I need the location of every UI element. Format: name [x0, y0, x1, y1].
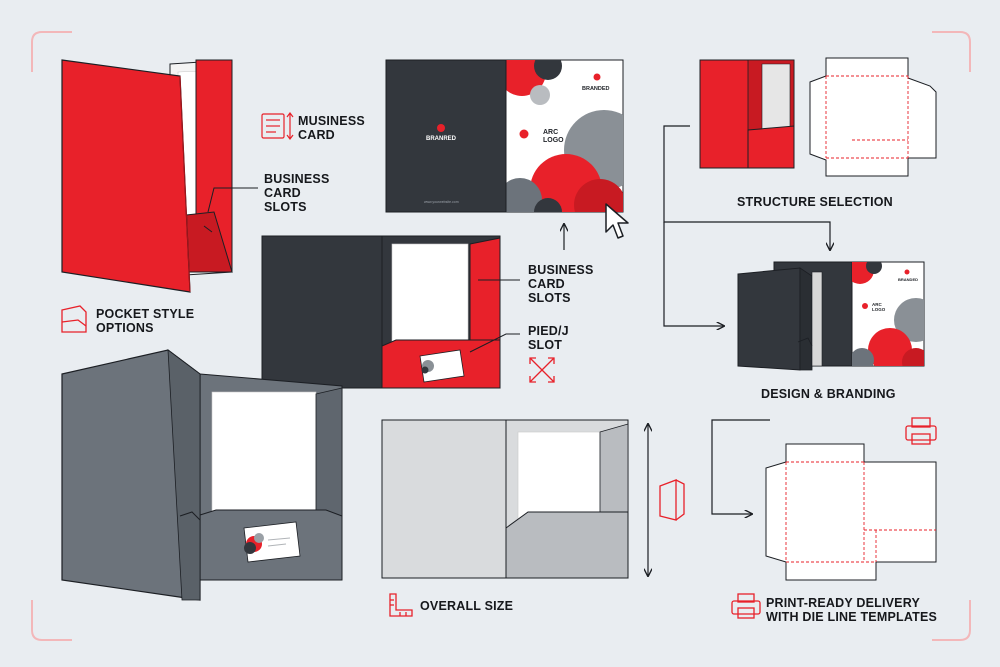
branded-folder-open — [385, 59, 624, 213]
mockup-arc-line2: LOGO — [543, 137, 564, 144]
mockup-small-arc-logo: ARC LOGO — [872, 302, 885, 312]
label-bcs-mid-line2: CARD — [528, 277, 565, 291]
structure-red-folder — [699, 59, 795, 169]
printer-icon — [905, 417, 937, 445]
red-pocket-folder — [61, 59, 233, 293]
corner-frame — [31, 31, 971, 641]
die-line-template — [765, 443, 937, 581]
slate-folder-with-card — [61, 349, 343, 601]
label-pied-line1: PIED/J — [528, 324, 569, 338]
label-pied-line2: SLOT — [528, 338, 563, 352]
label-musiness-card-line1: MUSINESS — [298, 114, 365, 128]
label-print-ready: PRINT-READY DELIVERY WITH DIE LINE TEMPL… — [766, 596, 937, 624]
label-design-branding: DESIGN & BRANDING — [761, 387, 896, 401]
mockup-website: www.yourwebsite.com — [424, 200, 459, 204]
label-pied-slot: PIED/J SLOT — [528, 324, 569, 352]
mockup-arc-logo: ARC LOGO — [543, 129, 564, 145]
structure-die-line — [809, 57, 937, 177]
label-pso-line1: POCKET STYLE — [96, 307, 195, 321]
flow-connectors — [564, 125, 830, 514]
label-musiness-card-line2: CARD — [298, 128, 335, 142]
label-business-card-slots-mid: BUSINESS CARD SLOTS — [528, 263, 594, 305]
label-structure-selection: STRUCTURE SELECTION — [737, 195, 893, 209]
mockup-brand-name-left: BRANRED — [426, 136, 456, 142]
label-bcs-top-line3: SLOTS — [264, 200, 307, 214]
ruler-icon — [389, 593, 413, 617]
light-grey-folder — [381, 419, 629, 579]
label-business-card-slots-top: BUSINESS CARD SLOTS — [264, 172, 330, 214]
mockup-small-brand: BRANDED — [898, 277, 918, 282]
label-bcs-mid-line1: BUSINESS — [528, 263, 594, 277]
pocket-icon — [61, 305, 87, 333]
label-bcs-mid-line3: SLOTS — [528, 291, 571, 305]
mockup-arc-line1: ARC — [543, 129, 559, 136]
label-pso-line2: OPTIONS — [96, 321, 154, 335]
mockup-small-arc-line1: ARC — [872, 302, 882, 307]
label-bcs-top-line1: BUSINESS — [264, 172, 330, 186]
label-print-line2: WITH DIE LINE TEMPLATES — [766, 610, 938, 624]
card-icon — [261, 112, 294, 140]
cursor-icon — [605, 203, 629, 239]
leader-lines — [207, 187, 520, 353]
printer-icon-bottom — [731, 593, 761, 619]
mockup-small-arc-line2: LOGO — [872, 307, 886, 312]
label-pocket-style-options: POCKET STYLE OPTIONS — [96, 307, 194, 335]
resize-icon — [529, 357, 555, 383]
folder-outline-icon — [659, 479, 685, 521]
charcoal-folder-with-pockets — [261, 235, 501, 389]
mockup-brand-name-right: BRANDED — [582, 86, 610, 92]
label-bcs-top-line2: CARD — [264, 186, 301, 200]
label-musiness-card: MUSINESS CARD — [298, 114, 365, 142]
design-branding-folder — [737, 261, 925, 371]
label-overall-size: OVERALL SIZE — [420, 599, 514, 613]
label-print-line1: PRINT-READY DELIVERY — [766, 596, 921, 610]
